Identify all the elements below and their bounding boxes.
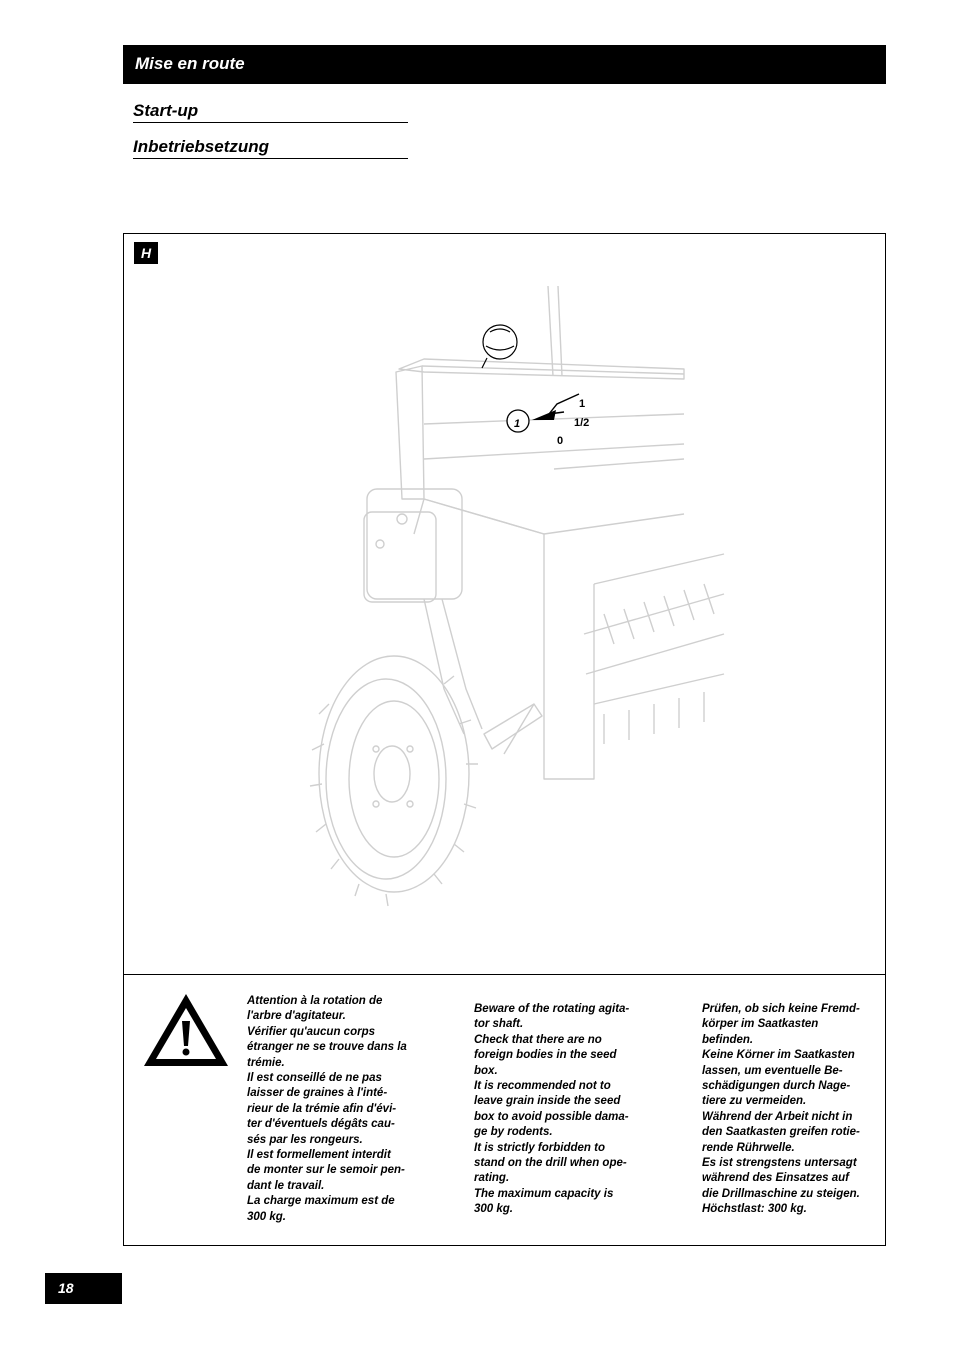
page-title: Mise en route — [135, 54, 245, 73]
callout-arrow — [532, 410, 556, 420]
position-label-0: 0 — [557, 435, 563, 447]
position-label-half: 1/2 — [574, 417, 589, 429]
warning-text-german: Prüfen, ob sich keine Fremd-körper im Sa… — [702, 1003, 860, 1216]
subheading-german: Inbetriebsetzung — [133, 137, 408, 159]
figure-box: H — [123, 233, 886, 1246]
header-bar: Mise en route — [123, 45, 886, 84]
callout-circle — [506, 409, 530, 433]
callout-number: 1 — [514, 418, 520, 430]
position-label-1: 1 — [579, 398, 585, 410]
figure-label: H — [134, 242, 158, 264]
seed-drill-illustration: 1 1 1/2 0 — [309, 285, 725, 907]
subheading-english: Start-up — [133, 101, 408, 123]
warning-triangle-icon — [144, 994, 228, 1066]
page-number: 18 — [45, 1273, 122, 1304]
figure-divider — [124, 974, 885, 975]
warning-text-english: Beware of the rotating agita-tor shaft.C… — [474, 1003, 630, 1216]
